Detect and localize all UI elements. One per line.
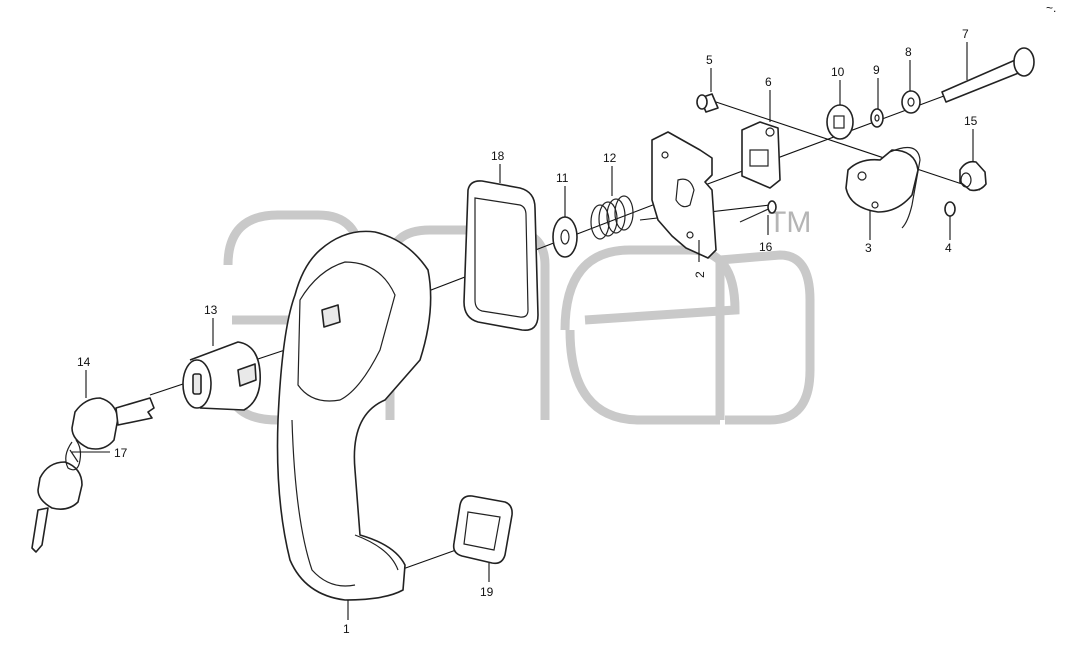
callout-18: 18 [491,149,505,163]
washer-part [552,216,578,258]
callout-5: 5 [706,53,713,67]
callout-3: 3 [865,241,872,255]
callout-14: 14 [77,355,91,369]
handle-part [276,230,432,601]
pin-part [739,200,777,223]
callout-13: 13 [204,303,218,317]
callout-labels: 1 2 3 4 5 6 7 8 9 10 11 12 13 14 15 16 1 [72,27,978,636]
callout-12: 12 [603,151,617,165]
shaft-part [941,47,1035,103]
square-gasket-part [452,495,513,565]
flat-washer-part [901,90,921,114]
callout-11: 11 [556,171,569,185]
gasket-frame-part [463,180,539,332]
callout-7: 7 [962,27,969,41]
callout-6: 6 [765,75,772,89]
callout-10: 10 [831,65,845,79]
bracket-part [741,121,781,189]
callout-8: 8 [905,45,912,59]
key-ring-part [65,439,82,471]
callout-15: 15 [964,114,978,128]
callout-1: 1 [343,622,350,636]
callout-4: 4 [945,241,952,255]
key-part [31,397,155,553]
latch-cam-part [845,146,921,229]
lock-plate-part [651,131,717,259]
callout-17: 17 [114,446,128,460]
square-washer-part [826,104,854,140]
spring-part [590,195,634,240]
lock-cylinder-part [182,341,261,411]
clip-part [944,201,956,217]
corner-mark: ~. [1046,1,1056,15]
bolt-part [696,93,719,113]
knob-part [959,160,987,192]
small-washer-part [870,108,884,128]
callout-2: 2 [693,271,707,278]
callout-16: 16 [759,240,773,254]
callout-9: 9 [873,63,880,77]
callout-19: 19 [480,585,494,599]
